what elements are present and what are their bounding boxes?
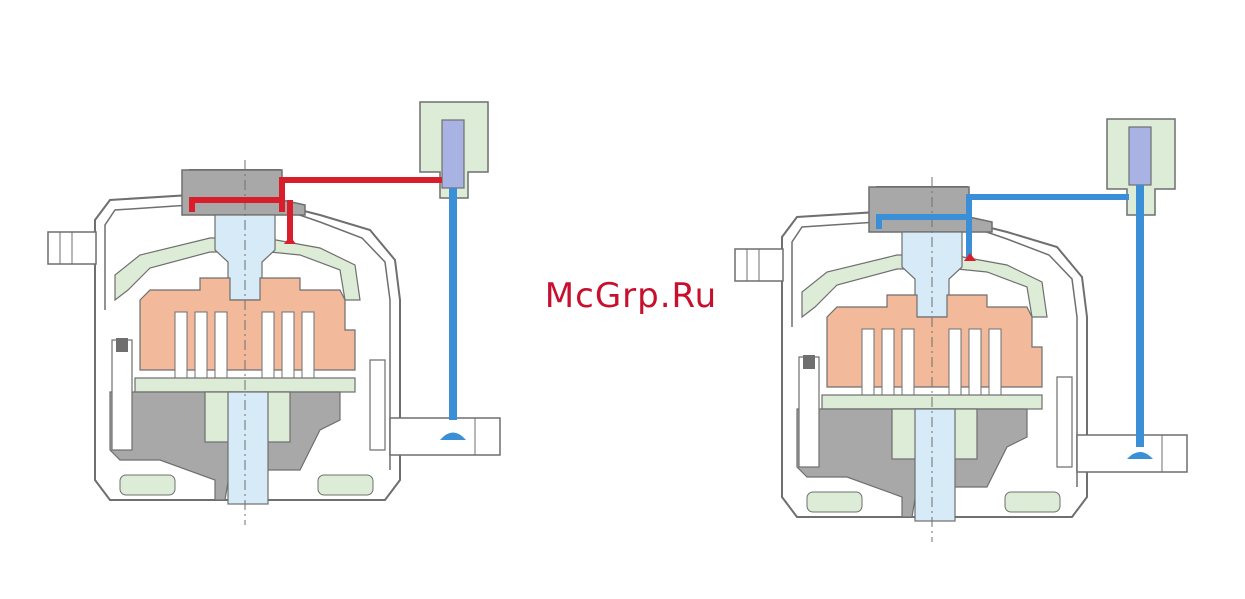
actuator-cylinder — [1129, 127, 1151, 185]
watermark-text: McGrp.Ru — [526, 276, 736, 316]
actuator-cylinder — [442, 120, 464, 188]
compressor-diagram-left — [48, 102, 500, 525]
compressor-diagram-right — [735, 119, 1187, 542]
